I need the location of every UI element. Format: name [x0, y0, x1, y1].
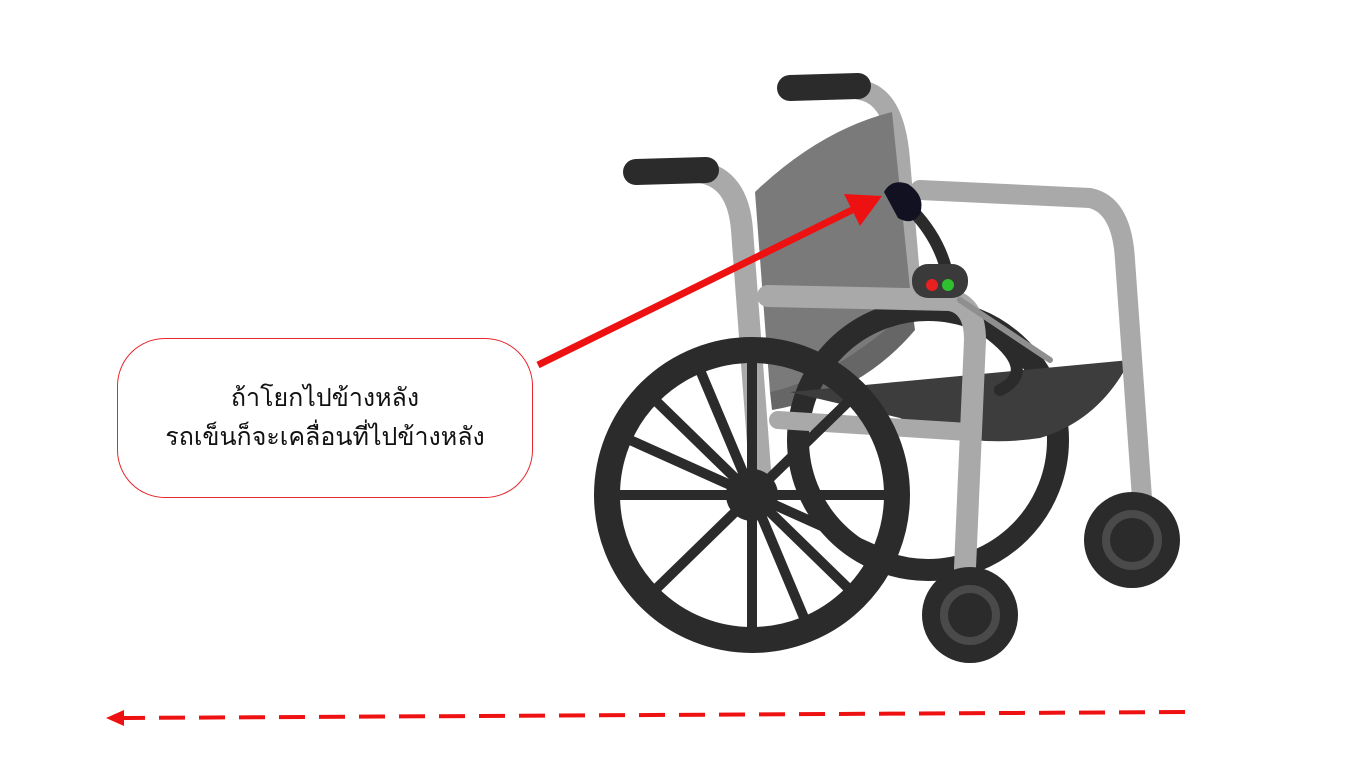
push-handle-grips — [623, 73, 871, 185]
joystick-knob — [884, 182, 922, 222]
callout-line-1: ถ้าโยกไปข้างหลัง — [230, 383, 420, 413]
near-rear-wheel — [594, 337, 910, 653]
callout-line-2: รถเข็นก็จะเคลื่อนที่ไปข้างหลัง — [165, 422, 485, 451]
pointer-arrow — [536, 194, 882, 369]
joystick-icon — [912, 264, 968, 298]
seat — [790, 360, 1130, 442]
dashed-left-arrow-icon — [106, 710, 1186, 726]
callout-box: ถ้าโยกไปข้างหลัง รถเข็นก็จะเคลื่อนที่ไปข… — [117, 338, 533, 498]
front-caster-wheels — [922, 492, 1180, 663]
